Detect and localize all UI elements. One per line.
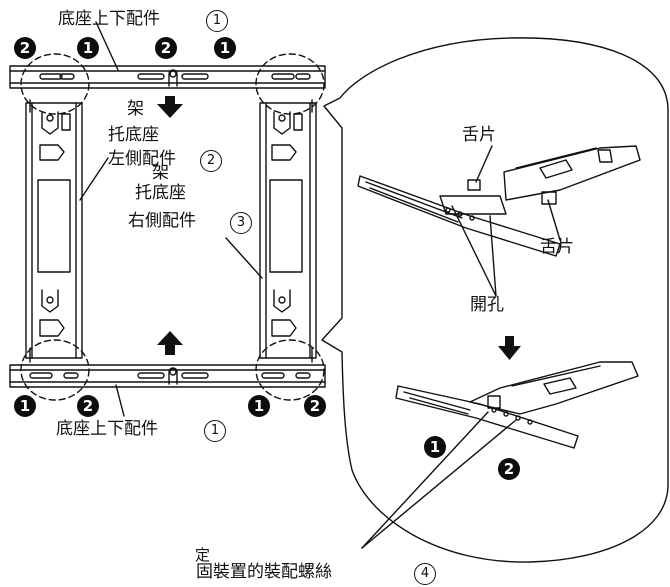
circled-num-left-side: 2 bbox=[200, 150, 222, 172]
label-tab-upper: 舌片 bbox=[462, 125, 496, 145]
bottom-rail bbox=[9, 364, 326, 388]
arrow-down-icon bbox=[157, 96, 183, 118]
circled-num-screw: 4 bbox=[414, 563, 436, 585]
left-side-bracket bbox=[25, 99, 83, 363]
label-right-side-c: 右側配件 bbox=[128, 211, 196, 231]
badge-bottom-3: 1 bbox=[248, 395, 270, 417]
detail-arrow-down-icon bbox=[498, 336, 521, 360]
corner-highlights bbox=[20, 53, 325, 401]
badge-top-4: 1 bbox=[214, 37, 236, 59]
label-left-side-c: 左側配件 bbox=[108, 149, 176, 169]
label-left-side-a: 架 bbox=[127, 99, 144, 119]
right-side-bracket bbox=[259, 99, 317, 363]
badge-detail-1: 1 bbox=[424, 436, 446, 458]
circled-num-bottom-rail: 1 bbox=[204, 420, 226, 442]
arrow-up-icon bbox=[157, 331, 183, 355]
badge-bottom-1: 1 bbox=[14, 395, 36, 417]
label-left-side-b: 托底座 bbox=[108, 125, 159, 145]
label-right-side-a: 架 bbox=[152, 163, 169, 183]
badge-bottom-4: 2 bbox=[304, 395, 326, 417]
label-right-side-b: 托底座 bbox=[135, 183, 186, 203]
label-holes: 開孔 bbox=[470, 295, 504, 315]
detail-lower-parts bbox=[395, 361, 639, 449]
top-rail bbox=[9, 65, 326, 89]
detail-upper-parts bbox=[357, 145, 641, 257]
detail-bubble bbox=[321, 37, 669, 563]
badge-top-2: 1 bbox=[77, 37, 99, 59]
label-top-rail: 底座上下配件 bbox=[58, 9, 160, 29]
badge-bottom-2: 2 bbox=[77, 395, 99, 417]
badge-top-3: 2 bbox=[155, 37, 177, 59]
label-screw-b: 固裝置的裝配螺絲 bbox=[196, 562, 332, 582]
label-tab-lower: 舌片 bbox=[540, 237, 574, 257]
circled-num-right-side: 3 bbox=[230, 212, 252, 234]
label-screw-a: 定 bbox=[195, 546, 211, 564]
badge-top-1: 2 bbox=[14, 37, 36, 59]
badge-detail-2: 2 bbox=[498, 458, 520, 480]
circled-num-top-rail: 1 bbox=[206, 10, 228, 32]
label-bottom-rail: 底座上下配件 bbox=[56, 419, 158, 439]
